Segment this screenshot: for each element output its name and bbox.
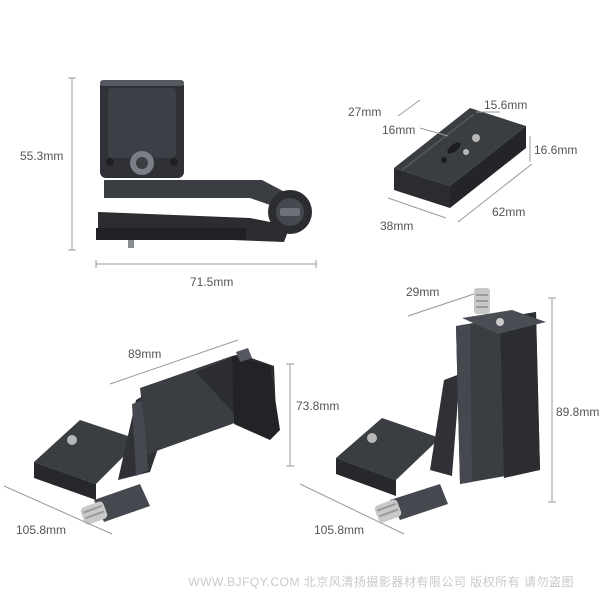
open-right-length-label: 105.8mm <box>314 523 364 537</box>
raised-mount-right <box>336 288 546 523</box>
open-left-height-label: 73.8mm <box>296 399 339 413</box>
open-right-dimensions: 29mm 89.8mm 105.8mm <box>299 285 599 537</box>
plate-depth-label: 27mm <box>348 105 381 119</box>
plate-length-label: 62mm <box>492 205 525 219</box>
folded-height-label: 55.3mm <box>20 149 63 163</box>
plate-thickness-label: 16.6mm <box>534 143 577 157</box>
plate-dimensions: 27mm 16mm 15.6mm 16.6mm 38mm 62mm <box>348 98 577 233</box>
folded-width-label: 71.5mm <box>190 275 233 289</box>
plate-hole-offset-label: 15.6mm <box>484 98 527 112</box>
quick-release-plate <box>394 108 526 208</box>
folded-width-dimension: 71.5mm <box>95 260 317 289</box>
open-left-dimensions: 89mm 73.8mm 105.8mm <box>3 339 339 537</box>
watermark-text: WWW.BJFQY.COM 北京风清扬摄影器材有限公司 版权所有 请勿盗图 <box>188 575 574 589</box>
plate-width-label: 38mm <box>380 219 413 233</box>
open-right-height-label: 89.8mm <box>556 405 599 419</box>
plate-hole-gap-label: 16mm <box>382 123 415 137</box>
open-left-length-label: 105.8mm <box>16 523 66 537</box>
open-mount-left <box>34 348 280 525</box>
open-left-width-label: 89mm <box>128 347 161 361</box>
folded-mount <box>96 80 312 248</box>
folded-height-dimension: 55.3mm <box>20 77 76 251</box>
open-right-clamp-label: 29mm <box>406 285 439 299</box>
